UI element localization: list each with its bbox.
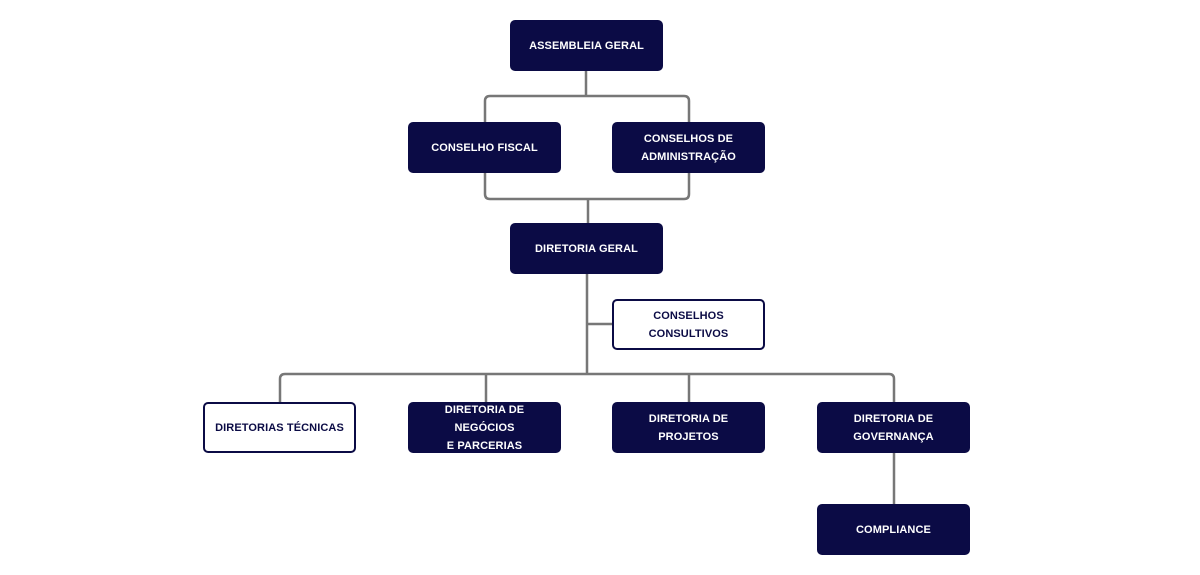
node-label: DIRETORIA GERAL bbox=[535, 242, 638, 255]
node-diretoria-de-governanca: DIRETORIA DE GOVERNANÇA bbox=[817, 402, 970, 453]
node-label: DIRETORIA DE GOVERNANÇA bbox=[853, 412, 934, 443]
node-diretorias-tecnicas: DIRETORIAS TÉCNICAS bbox=[203, 402, 356, 453]
node-label: ASSEMBLEIA GERAL bbox=[529, 39, 644, 52]
node-label: CONSELHOS CONSULTIVOS bbox=[648, 309, 729, 340]
node-label: DIRETORIAS TÉCNICAS bbox=[215, 421, 344, 434]
node-label: CONSELHO FISCAL bbox=[431, 141, 538, 154]
connector-conselhos-bracket-bottom bbox=[483, 172, 691, 201]
node-diretoria-de-projetos: DIRETORIA DE PROJETOS bbox=[612, 402, 765, 453]
node-conselhos-consultivos: CONSELHOS CONSULTIVOS bbox=[612, 299, 765, 350]
node-label: DIRETORIA DE PROJETOS bbox=[648, 412, 729, 443]
connector-diretorias-bar bbox=[278, 372, 896, 402]
node-conselhos-de-administracao: CONSELHOS DE ADMINISTRAÇÃO bbox=[612, 122, 765, 173]
node-label: CONSELHOS DE ADMINISTRAÇÃO bbox=[641, 132, 736, 163]
connector-conselhos-bracket-top bbox=[483, 94, 691, 122]
node-label: COMPLIANCE bbox=[856, 523, 931, 536]
node-diretoria-de-negocios-e-parcerias: DIRETORIA DE NEGÓCIOS E PARCERIAS bbox=[408, 402, 561, 453]
node-assembleia-geral: ASSEMBLEIA GERAL bbox=[510, 20, 663, 71]
node-conselho-fiscal: CONSELHO FISCAL bbox=[408, 122, 561, 173]
node-label: DIRETORIA DE NEGÓCIOS E PARCERIAS bbox=[444, 403, 525, 452]
node-diretoria-geral: DIRETORIA GERAL bbox=[510, 223, 663, 274]
node-compliance: COMPLIANCE bbox=[817, 504, 970, 555]
